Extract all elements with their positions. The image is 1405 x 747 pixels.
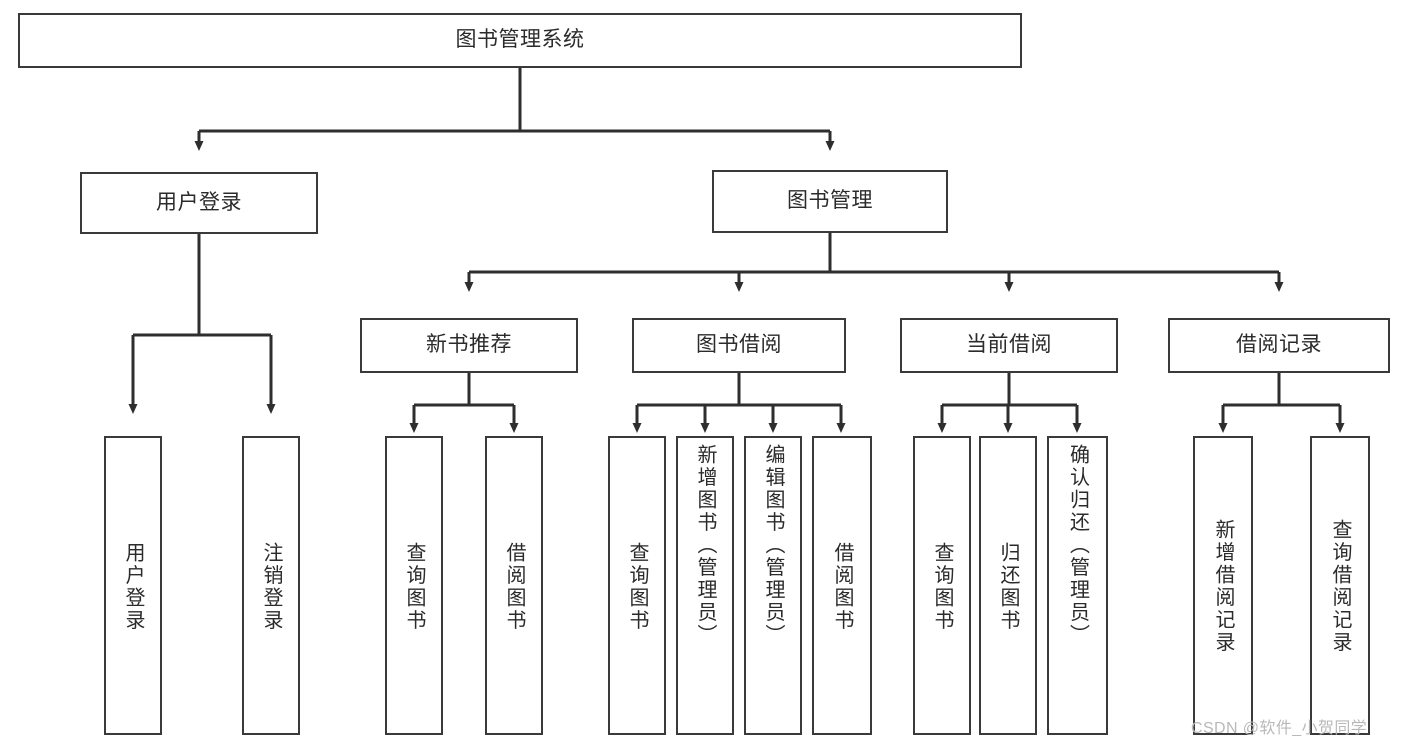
node-leaf-edit-book[interactable]: 编辑图书（管理员） <box>744 436 802 735</box>
node-leaf-query-borrow-record-label: 查询借阅记录 <box>1329 519 1351 654</box>
node-user-login[interactable]: 用户登录 <box>80 172 318 234</box>
node-current-borrow[interactable]: 当前借阅 <box>900 318 1118 373</box>
node-leaf-confirm-return[interactable]: 确认归还（管理员） <box>1047 436 1108 735</box>
node-new-book-recommend-label: 新书推荐 <box>426 333 512 357</box>
node-leaf-edit-book-label: 编辑图书（管理员） <box>762 444 784 647</box>
node-root[interactable]: 图书管理系统 <box>18 13 1022 68</box>
watermark-text: CSDN @软件_小贺同学 <box>1191 720 1368 737</box>
node-book-management-label: 图书管理 <box>787 189 873 213</box>
node-leaf-borrow-book-1-label: 借阅图书 <box>503 541 525 632</box>
node-leaf-query-book-2-label: 查询图书 <box>626 541 648 632</box>
node-leaf-confirm-return-label: 确认归还（管理员） <box>1066 444 1089 647</box>
node-leaf-return-book-label: 归还图书 <box>997 541 1019 632</box>
node-leaf-add-book-label: 新增图书（管理员） <box>694 444 716 647</box>
node-leaf-query-book-1[interactable]: 查询图书 <box>385 436 443 735</box>
node-book-borrow-label: 图书借阅 <box>696 333 782 357</box>
node-leaf-user-logout-label: 注销登录 <box>260 541 282 632</box>
node-leaf-query-book-2[interactable]: 查询图书 <box>608 436 666 735</box>
node-leaf-borrow-book-1[interactable]: 借阅图书 <box>485 436 543 735</box>
node-leaf-user-logout[interactable]: 注销登录 <box>242 436 300 735</box>
node-book-management[interactable]: 图书管理 <box>712 170 948 233</box>
node-leaf-return-book[interactable]: 归还图书 <box>979 436 1037 735</box>
node-new-book-recommend[interactable]: 新书推荐 <box>360 318 578 373</box>
node-leaf-add-borrow-record-label: 新增借阅记录 <box>1212 519 1234 654</box>
node-book-borrow[interactable]: 图书借阅 <box>632 318 846 373</box>
node-leaf-add-book[interactable]: 新增图书（管理员） <box>676 436 734 735</box>
node-leaf-query-book-3-label: 查询图书 <box>931 541 953 632</box>
node-leaf-query-book-1-label: 查询图书 <box>403 541 425 632</box>
node-leaf-add-borrow-record[interactable]: 新增借阅记录 <box>1193 436 1253 735</box>
node-leaf-user-login-label: 用户登录 <box>122 541 144 632</box>
node-user-login-label: 用户登录 <box>156 190 242 214</box>
node-current-borrow-label: 当前借阅 <box>966 333 1052 357</box>
node-root-label: 图书管理系统 <box>455 28 585 52</box>
node-leaf-user-login[interactable]: 用户登录 <box>104 436 162 735</box>
node-borrow-record-label: 借阅记录 <box>1236 333 1322 357</box>
node-leaf-query-book-3[interactable]: 查询图书 <box>913 436 971 735</box>
node-leaf-borrow-book-2-label: 借阅图书 <box>831 541 853 632</box>
node-leaf-query-borrow-record[interactable]: 查询借阅记录 <box>1310 436 1370 735</box>
node-leaf-borrow-book-2[interactable]: 借阅图书 <box>812 436 872 735</box>
node-borrow-record[interactable]: 借阅记录 <box>1168 318 1390 373</box>
